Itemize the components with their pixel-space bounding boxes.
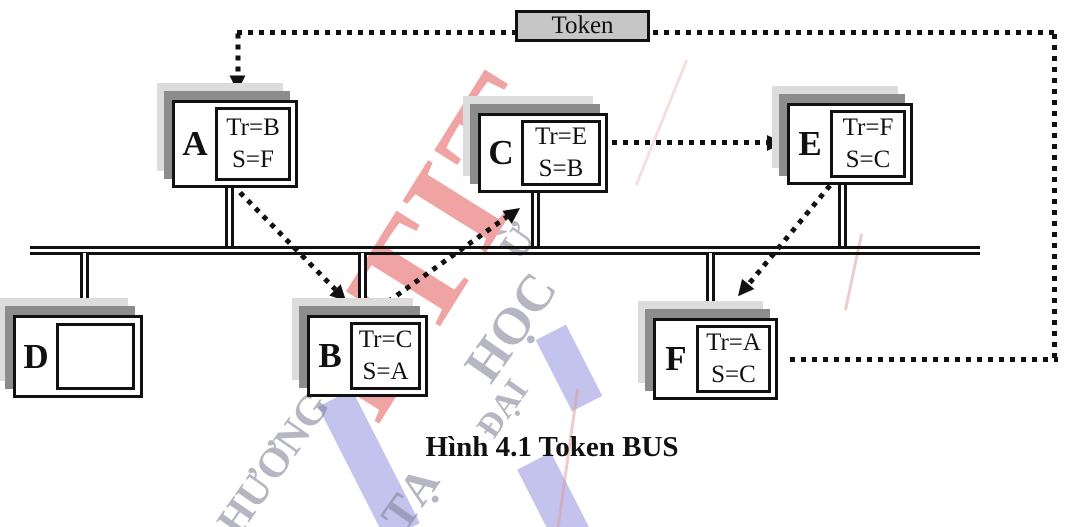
bus-line [30, 246, 980, 255]
station-tr-value: Tr=F [842, 113, 894, 141]
watermark-text-fragment: TẠ [370, 457, 450, 527]
station-letter: B [318, 336, 342, 375]
station-tr-value: Tr=A [706, 328, 761, 356]
bus-tap-B [358, 253, 367, 315]
station-s-value: S=A [362, 358, 409, 385]
watermark-blue-stroke [535, 324, 603, 412]
token-path-arrow-e-to-f [732, 183, 832, 302]
token-path-arrow-c-to-e [612, 134, 783, 151]
token-path-return-to-token [653, 30, 1055, 35]
station-s-value: S=C [845, 146, 891, 173]
station-box: F Tr=A S=C [653, 318, 778, 400]
bus-tap-C [531, 193, 540, 246]
token-path-f-return-vertical [1052, 34, 1057, 363]
station-s-value: S=F [232, 146, 274, 173]
bus-tap-D [80, 253, 89, 315]
station-F: F Tr=A S=C [638, 301, 778, 400]
station-B: B Tr=C S=A [292, 298, 428, 397]
bus-tap-E [838, 185, 847, 246]
token-box: Token [515, 10, 650, 42]
station-box: C Tr=E S=B [478, 113, 608, 193]
station-state: Tr=E S=B [521, 120, 601, 186]
figure-caption: Hình 4.1 Token BUS [425, 431, 679, 463]
station-letter: C [488, 133, 514, 172]
station-box: B Tr=C S=A [307, 315, 428, 397]
token-path-arrow-a-to-b [238, 190, 353, 307]
station-state: Tr=B S=F [215, 107, 291, 181]
token-path-token-to-a-horizontal [237, 30, 515, 35]
bus-tap-F [706, 253, 715, 319]
station-box: D [13, 315, 143, 398]
station-E: E Tr=F S=C [772, 86, 913, 185]
station-letter: D [23, 336, 49, 376]
station-s-value: S=C [711, 361, 756, 388]
watermark-text-fragment: HỌC [453, 262, 569, 393]
station-state: Tr=C S=A [350, 322, 421, 390]
station-D: D [0, 298, 143, 398]
station-state-empty [56, 323, 135, 390]
station-tr-value: Tr=B [226, 113, 280, 141]
token-label: Token [551, 12, 614, 39]
station-box: E Tr=F S=C [787, 103, 913, 185]
token-path-f-return-horizontal [790, 357, 1058, 362]
station-box: A Tr=B S=F [172, 100, 298, 188]
station-tr-value: Tr=E [534, 122, 588, 150]
station-state: Tr=F S=C [830, 110, 906, 178]
token-path-arrow-into-a [230, 33, 246, 92]
station-tr-value: Tr=C [358, 325, 413, 353]
station-letter: A [182, 124, 208, 163]
station-A: A Tr=B S=F [157, 83, 298, 188]
station-letter: E [798, 124, 822, 163]
station-C: C Tr=E S=B [463, 96, 608, 193]
bus-tap-A [225, 188, 234, 246]
station-letter: F [665, 339, 687, 378]
station-s-value: S=B [538, 155, 584, 182]
watermark-pink-line [634, 59, 689, 186]
arrowhead-icon [732, 279, 755, 302]
arrowhead-icon [502, 201, 525, 224]
station-state: Tr=A S=C [696, 325, 771, 393]
